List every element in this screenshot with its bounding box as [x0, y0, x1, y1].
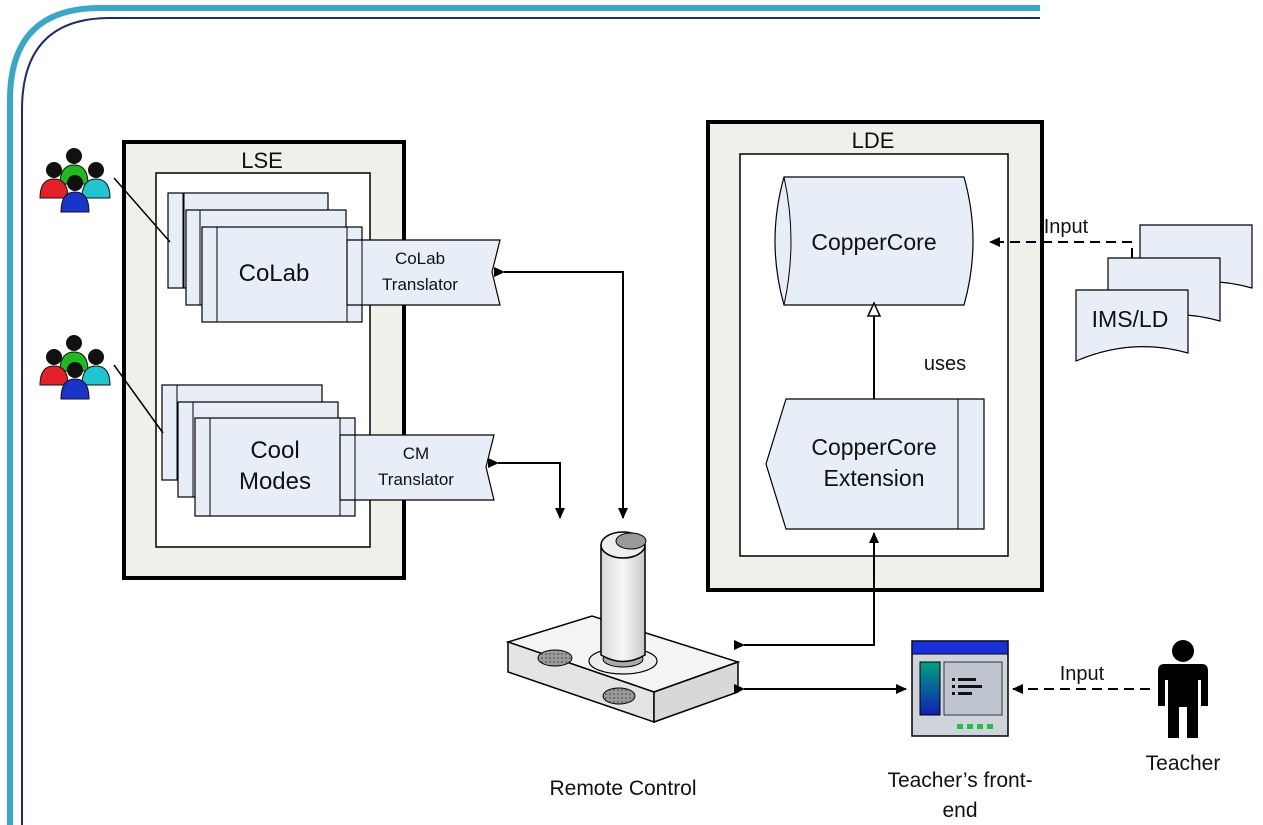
cm-translator-to-remote-arrow — [488, 458, 565, 519]
teacher-input-label: Input — [1060, 663, 1105, 685]
remote-to-extension-arrow — [734, 532, 879, 650]
teacher-frontend-label-line2: end — [942, 799, 977, 822]
teacher-icon — [1158, 640, 1208, 738]
teacher-frontend-window-icon — [911, 640, 1009, 737]
cm-translator-line2: Translator — [378, 470, 454, 489]
student-red-icon — [39, 349, 69, 386]
coolmodes-label-line2: Modes — [239, 468, 311, 495]
colab-translator-line2: Translator — [382, 275, 458, 294]
colab-tool: CoLab — [167, 192, 363, 323]
colab-translator-to-remote-arrow — [494, 267, 628, 519]
students-group-icon-2 — [39, 335, 111, 400]
cm-translator: CM Translator — [339, 434, 495, 501]
coolmodes-label-line1: Cool — [250, 437, 299, 464]
cm-translator-line1: CM — [403, 444, 429, 463]
students-group-icon-1 — [39, 148, 111, 213]
student-blue-icon — [60, 175, 90, 213]
uses-label: uses — [924, 353, 966, 375]
student-blue-icon — [60, 362, 90, 400]
student-red-icon — [39, 162, 69, 199]
remote-control-label: Remote Control — [549, 777, 696, 800]
imsld-input-label: Input — [1044, 216, 1089, 238]
coppercore-extension-line1: CopperCore — [811, 434, 936, 460]
lse-title: LSE — [241, 148, 283, 173]
imsld-documents: IMS/LD — [1075, 224, 1253, 362]
student-cyan-icon — [81, 162, 111, 199]
slide-border — [7, 5, 1040, 825]
imsld-input-arrow — [989, 237, 1133, 258]
colab-translator-line1: CoLab — [395, 249, 445, 268]
coppercore-extension-line2: Extension — [823, 465, 924, 491]
coppercore-extension: CopperCore Extension — [765, 398, 985, 530]
coppercore-engine: CopperCore — [774, 176, 974, 306]
student-cyan-icon — [81, 349, 111, 386]
teacher-frontend-label-line1: Teacher’s front- — [887, 769, 1032, 792]
students-to-coolmodes-connector — [113, 364, 164, 434]
lde-title: LDE — [852, 128, 895, 153]
remote-control-joystick-icon — [505, 531, 741, 724]
coolmodes-tool: Cool Modes — [161, 384, 356, 517]
teacher-label: Teacher — [1146, 752, 1221, 775]
colab-translator: CoLab Translator — [346, 239, 501, 306]
students-to-colab-connector — [113, 177, 171, 243]
imsld-label: IMS/LD — [1092, 306, 1169, 332]
coppercore-label: CopperCore — [811, 229, 936, 255]
colab-label: CoLab — [239, 260, 310, 287]
